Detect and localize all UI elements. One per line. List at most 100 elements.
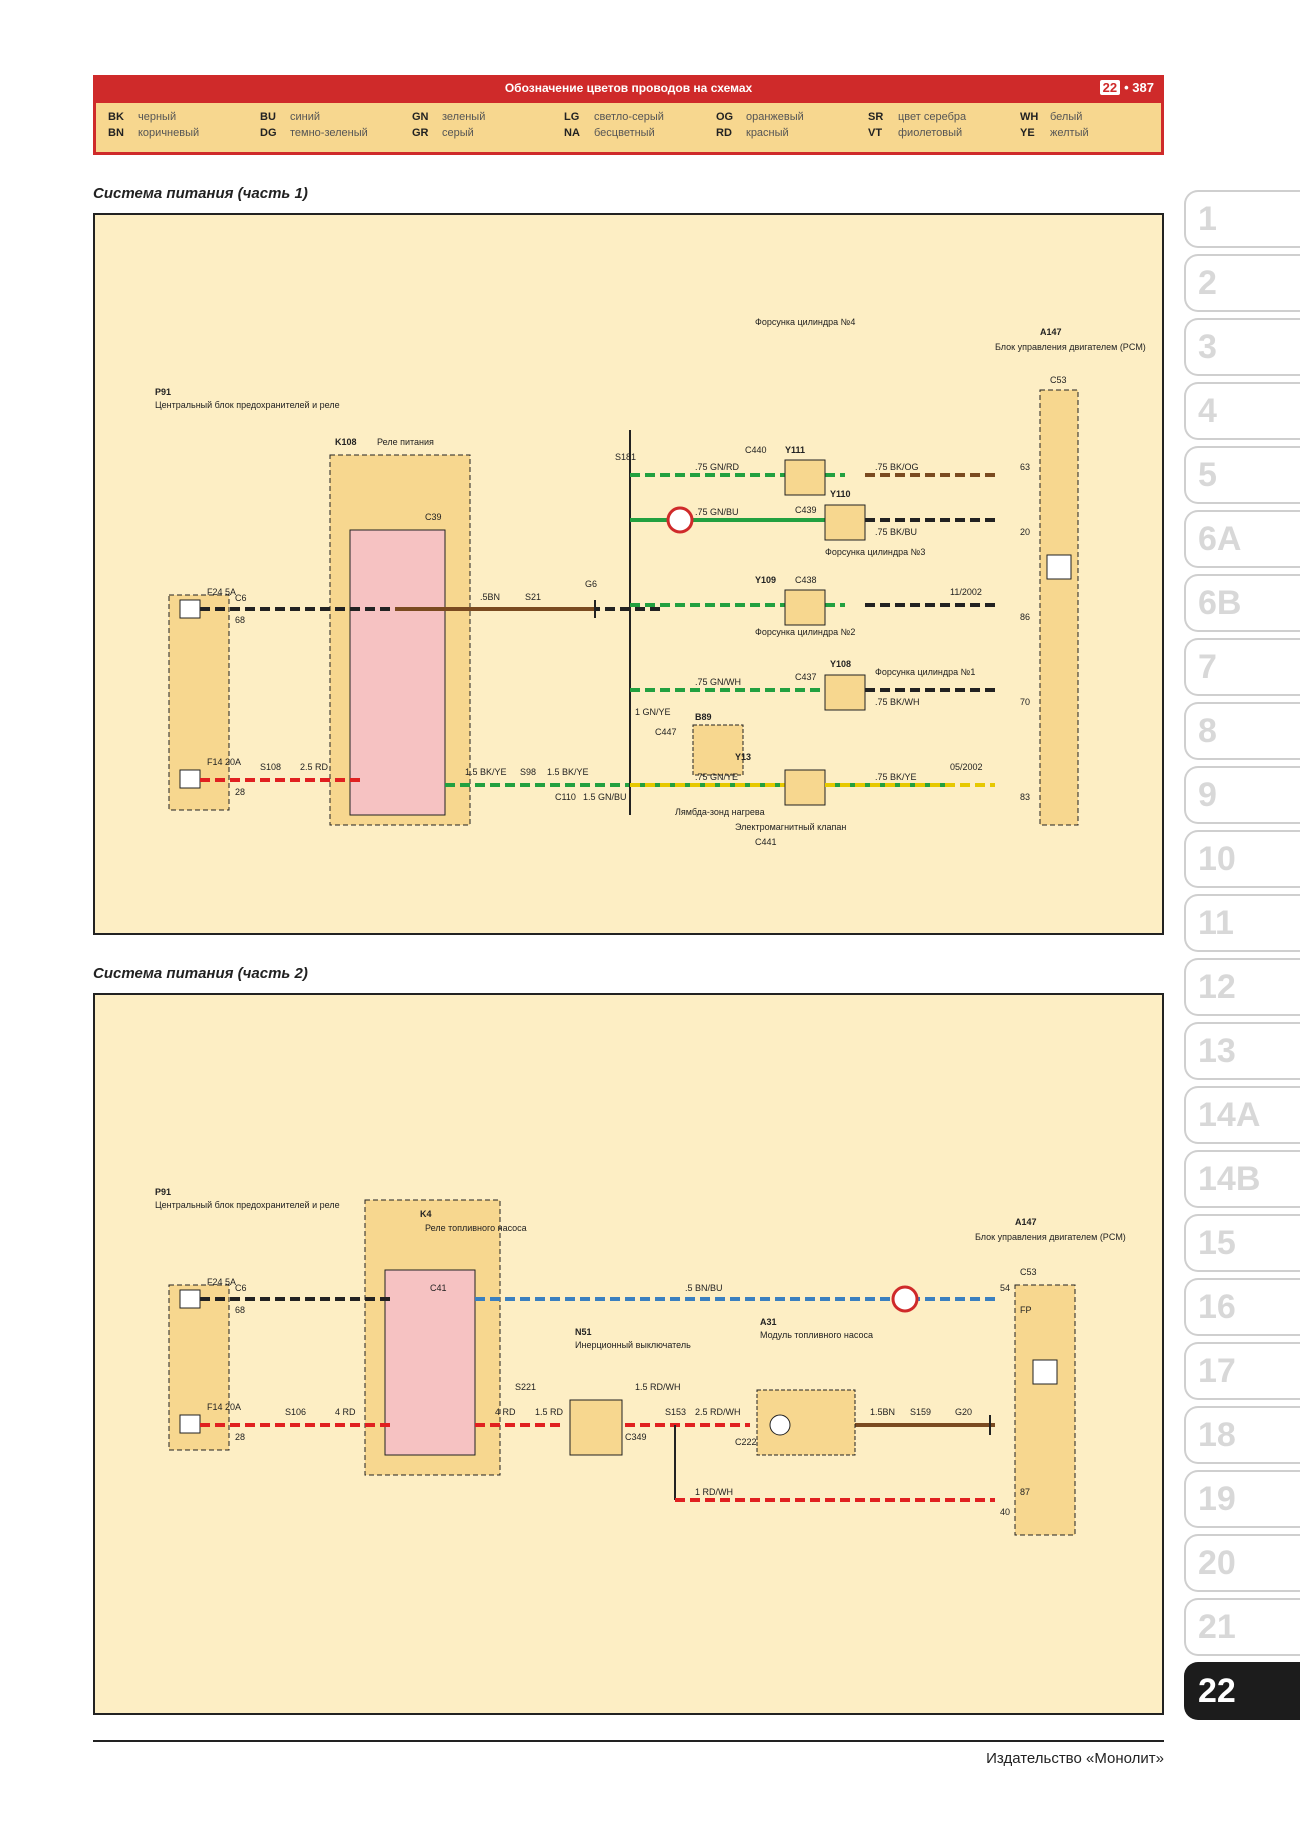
- legend-code: BN: [108, 127, 124, 139]
- label-w25rdwh: 2.5 RD/WH: [695, 1407, 741, 1417]
- label-s221: S221: [515, 1382, 536, 1392]
- label-c6: C6: [235, 1283, 247, 1293]
- publisher-footer: Издательство «Монолит»: [986, 1750, 1164, 1767]
- chapter-tab-22[interactable]: 22: [1184, 1662, 1300, 1720]
- label-w15rdwh: 1.5 RD/WH: [635, 1382, 681, 1392]
- legend-code: GR: [412, 127, 429, 139]
- chapter-tab-14a[interactable]: 14A: [1184, 1086, 1300, 1144]
- label-w1rdwh: 1 RD/WH: [695, 1487, 733, 1497]
- legend-name: черный: [138, 111, 177, 123]
- chapter-tab-9[interactable]: 9: [1184, 766, 1300, 824]
- label-pin28: 28: [235, 1432, 245, 1442]
- legend-name: коричневый: [138, 127, 200, 139]
- chapter-tab-18[interactable]: 18: [1184, 1406, 1300, 1464]
- label-y111: Y111: [785, 445, 805, 455]
- legend-name: цвет серебра: [898, 111, 967, 123]
- label-y108: Y108: [830, 659, 851, 669]
- label-w15bkye-a: 1.5 BK/YE: [465, 767, 507, 777]
- label-k4-desc: Реле топливного насоса: [425, 1223, 527, 1233]
- chapter-tab-12[interactable]: 12: [1184, 958, 1300, 1016]
- chapter-tab-10[interactable]: 10: [1184, 830, 1300, 888]
- chapter-tab-6b[interactable]: 6B: [1184, 574, 1300, 632]
- injector-y109: [784, 589, 826, 626]
- sensor-b89: [692, 724, 744, 776]
- legend-code: BU: [260, 111, 276, 123]
- label-s108: S108: [260, 762, 281, 772]
- legend-code: OG: [716, 111, 734, 123]
- label-pin68: 68: [235, 615, 245, 625]
- label-w75bkye: .75 BK/YE: [875, 772, 917, 782]
- fuse-f14-icon: [179, 1414, 201, 1434]
- label-y13: Y13: [735, 752, 751, 762]
- chapter-tab-21[interactable]: 21: [1184, 1598, 1300, 1656]
- label-w15gnbu: 1.5 GN/BU: [583, 792, 627, 802]
- legend-code: BK: [108, 111, 124, 123]
- label-f24: F24 5A: [207, 587, 236, 597]
- chapter-tab-7[interactable]: 7: [1184, 638, 1300, 696]
- pcm-a147: [1039, 389, 1079, 826]
- valve-y13: [784, 769, 826, 806]
- legend-name: фиолетовый: [898, 127, 963, 139]
- warning-icon: [666, 506, 694, 534]
- chapter-tab-3[interactable]: 3: [1184, 318, 1300, 376]
- label-pin68: 68: [235, 1305, 245, 1315]
- label-y111-desc: Форсунка цилиндра №4: [755, 317, 855, 327]
- legend-name: бесцветный: [594, 127, 655, 139]
- chapter-tab-17[interactable]: 17: [1184, 1342, 1300, 1400]
- label-g6: G6: [585, 579, 597, 589]
- chapter-tab-5[interactable]: 5: [1184, 446, 1300, 504]
- label-n51: N51: [575, 1327, 592, 1337]
- label-w15rd: 1.5 RD: [535, 1407, 564, 1417]
- legend-code: GN: [412, 111, 429, 123]
- label-pin83: 83: [1020, 792, 1030, 802]
- label-k4: K4: [420, 1209, 432, 1219]
- label-s98: S98: [520, 767, 536, 777]
- label-a147: A147: [1040, 327, 1062, 337]
- chapter-tab-19[interactable]: 19: [1184, 1470, 1300, 1528]
- legend-name: серый: [442, 127, 474, 139]
- label-s159: S159: [910, 1407, 931, 1417]
- chapter-tab-4[interactable]: 4: [1184, 382, 1300, 440]
- fuse-f14-icon: [179, 769, 201, 789]
- label-f14: F14 20A: [207, 757, 241, 767]
- chapter-tab-1[interactable]: 1: [1184, 190, 1300, 248]
- label-a147: A147: [1015, 1217, 1037, 1227]
- label-a31-desc: Модуль топливного насоса: [760, 1330, 873, 1340]
- legend-name: белый: [1050, 111, 1083, 123]
- label-w15bn: 1.5BN: [870, 1407, 895, 1417]
- chapter-tab-11[interactable]: 11: [1184, 894, 1300, 952]
- label-date2: 05/2002: [950, 762, 983, 772]
- chapter-tab-13[interactable]: 13: [1184, 1022, 1300, 1080]
- warning-icon: [891, 1285, 919, 1313]
- chapter-tab-20[interactable]: 20: [1184, 1534, 1300, 1592]
- chapter-tab-8[interactable]: 8: [1184, 702, 1300, 760]
- label-p91: P91: [155, 1187, 171, 1197]
- chapter-tab-15[interactable]: 15: [1184, 1214, 1300, 1272]
- label-k108-desc: Реле питания: [377, 437, 434, 447]
- label-k108: K108: [335, 437, 357, 447]
- chapter-tab-16[interactable]: 16: [1184, 1278, 1300, 1336]
- fuse-f24-icon: [179, 599, 201, 619]
- injector-y110: [824, 504, 866, 541]
- label-y110: Y110: [830, 489, 851, 499]
- page-header: Обозначение цветов проводов на схемах 22…: [93, 75, 1164, 155]
- wiring-diagram-part1: P91 Центральный блок предохранителей и р…: [155, 317, 1146, 847]
- label-b89: B89: [695, 712, 712, 722]
- chapter-tab-2[interactable]: 2: [1184, 254, 1300, 312]
- legend-name: темно-зеленый: [290, 127, 368, 139]
- pcm-icon: [1046, 554, 1072, 580]
- legend-name: светло-серый: [594, 111, 664, 123]
- label-w75gnbu: .75 GN/BU: [695, 507, 739, 517]
- chapter-tab-14b[interactable]: 14B: [1184, 1150, 1300, 1208]
- label-pin28: 28: [235, 787, 245, 797]
- label-w5bn: .5BN: [480, 592, 500, 602]
- chapter-tab-6a[interactable]: 6A: [1184, 510, 1300, 568]
